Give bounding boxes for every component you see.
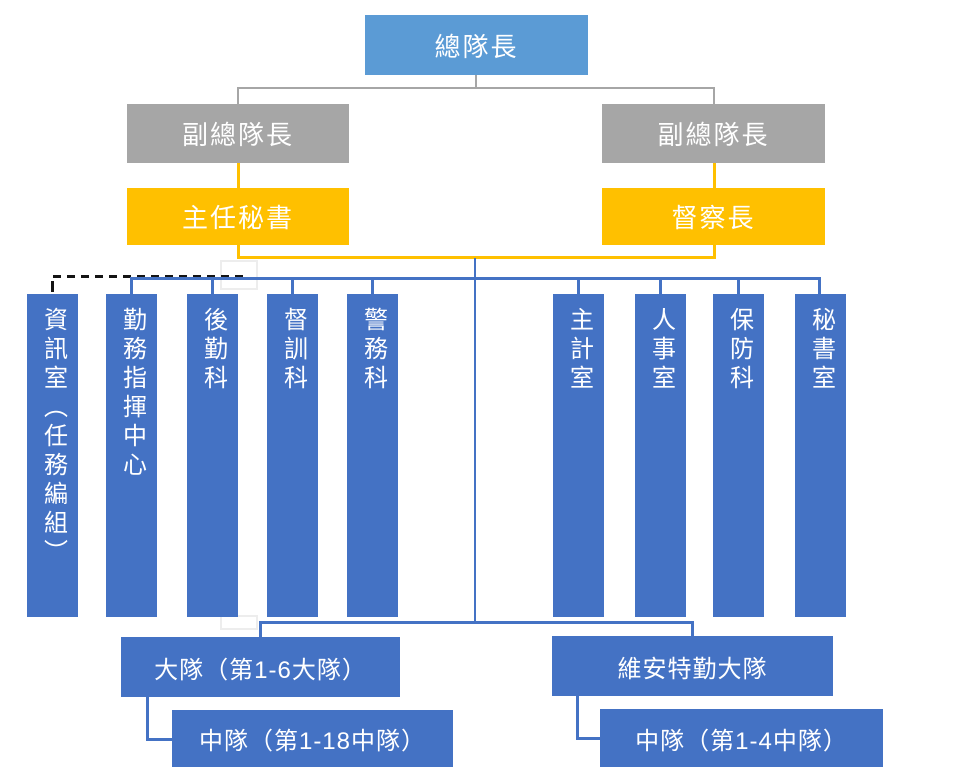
- deputy-right-box: 副總隊長: [602, 104, 825, 163]
- connector-squadron-left-elbow-v: [146, 697, 149, 741]
- connector-dashed-task-org-stub: [51, 281, 54, 292]
- dept-box-information-office: 資訊室（任務編組）: [27, 294, 78, 617]
- connector-special-brigade-drop: [691, 621, 694, 637]
- connector-chief-secretary-stub: [237, 163, 240, 188]
- squadron-box-1-4: 中隊（第1-4中隊）: [600, 709, 883, 767]
- connector-deputy-left-drop: [237, 87, 239, 104]
- dept-box-accounting-office: 主計室: [553, 294, 604, 617]
- connector-dept-stub-secretariat: [818, 277, 821, 294]
- root-box-commander-general: 總隊長: [365, 15, 588, 75]
- connector-field-units-crossbar: [259, 621, 694, 624]
- connector-yellow-right-drop: [713, 245, 716, 258]
- connector-center-riser: [474, 258, 476, 623]
- connector-dept-stub-security: [737, 279, 740, 294]
- dept-label: 秘書室: [807, 307, 835, 394]
- connector-brigade-drop: [259, 621, 262, 638]
- placeholder-node-bottom: [220, 615, 258, 630]
- dept-box-personnel-office: 人事室: [635, 294, 686, 617]
- dept-label: 主計室: [565, 307, 593, 394]
- dept-label: 督訓科: [279, 307, 307, 394]
- dept-label: 勤務指揮中心: [118, 307, 146, 481]
- brigade-box: 大隊（第1-6大隊）: [121, 637, 400, 697]
- deputy-left-box: 副總隊長: [127, 104, 349, 163]
- inspector-general-box: 督察長: [602, 188, 825, 245]
- dept-box-duty-command-center: 勤務指揮中心: [106, 294, 157, 617]
- connector-dept-stub-supervision: [291, 279, 294, 294]
- connector-dashed-task-org: [53, 275, 243, 278]
- connector-dept-stub-duty-command: [130, 279, 133, 294]
- connector-root-stem: [475, 75, 477, 88]
- connector-dept-stub-personnel: [659, 279, 662, 294]
- special-service-brigade-box: 維安特勤大隊: [552, 636, 833, 696]
- connector-departments-crossbar: [130, 277, 821, 280]
- connector-squadron-left-elbow-h: [146, 738, 172, 741]
- connector-dept-stub-logistics: [211, 279, 214, 294]
- connector-dept-stub-accounting: [577, 279, 580, 294]
- connector-yellow-crossbar: [237, 256, 716, 259]
- chief-secretary-box: 主任秘書: [127, 188, 349, 245]
- dept-box-secretariat-office: 秘書室: [795, 294, 846, 617]
- connector-dept-stub-police-affairs: [371, 279, 374, 294]
- connector-deputies-crossbar: [237, 87, 715, 89]
- dept-label: 保防科: [725, 307, 753, 394]
- dept-box-logistics-section: 後勤科: [187, 294, 238, 617]
- connector-deputy-right-drop: [713, 87, 715, 104]
- connector-squadron-right-elbow-h: [576, 737, 600, 740]
- dept-label: 後勤科: [199, 307, 227, 394]
- dept-label: 警務科: [359, 307, 387, 394]
- dept-box-supervision-training-section: 督訓科: [267, 294, 318, 617]
- dept-box-police-affairs-section: 警務科: [347, 294, 398, 617]
- dept-label: 資訊室（任務編組）: [39, 307, 67, 568]
- dept-label: 人事室: [647, 307, 675, 394]
- dept-box-security-section: 保防科: [713, 294, 764, 617]
- squadron-box-1-18: 中隊（第1-18中隊）: [172, 710, 453, 767]
- connector-squadron-right-elbow-v: [576, 696, 579, 740]
- connector-yellow-left-drop: [237, 245, 240, 258]
- connector-inspector-general-stub: [713, 163, 716, 188]
